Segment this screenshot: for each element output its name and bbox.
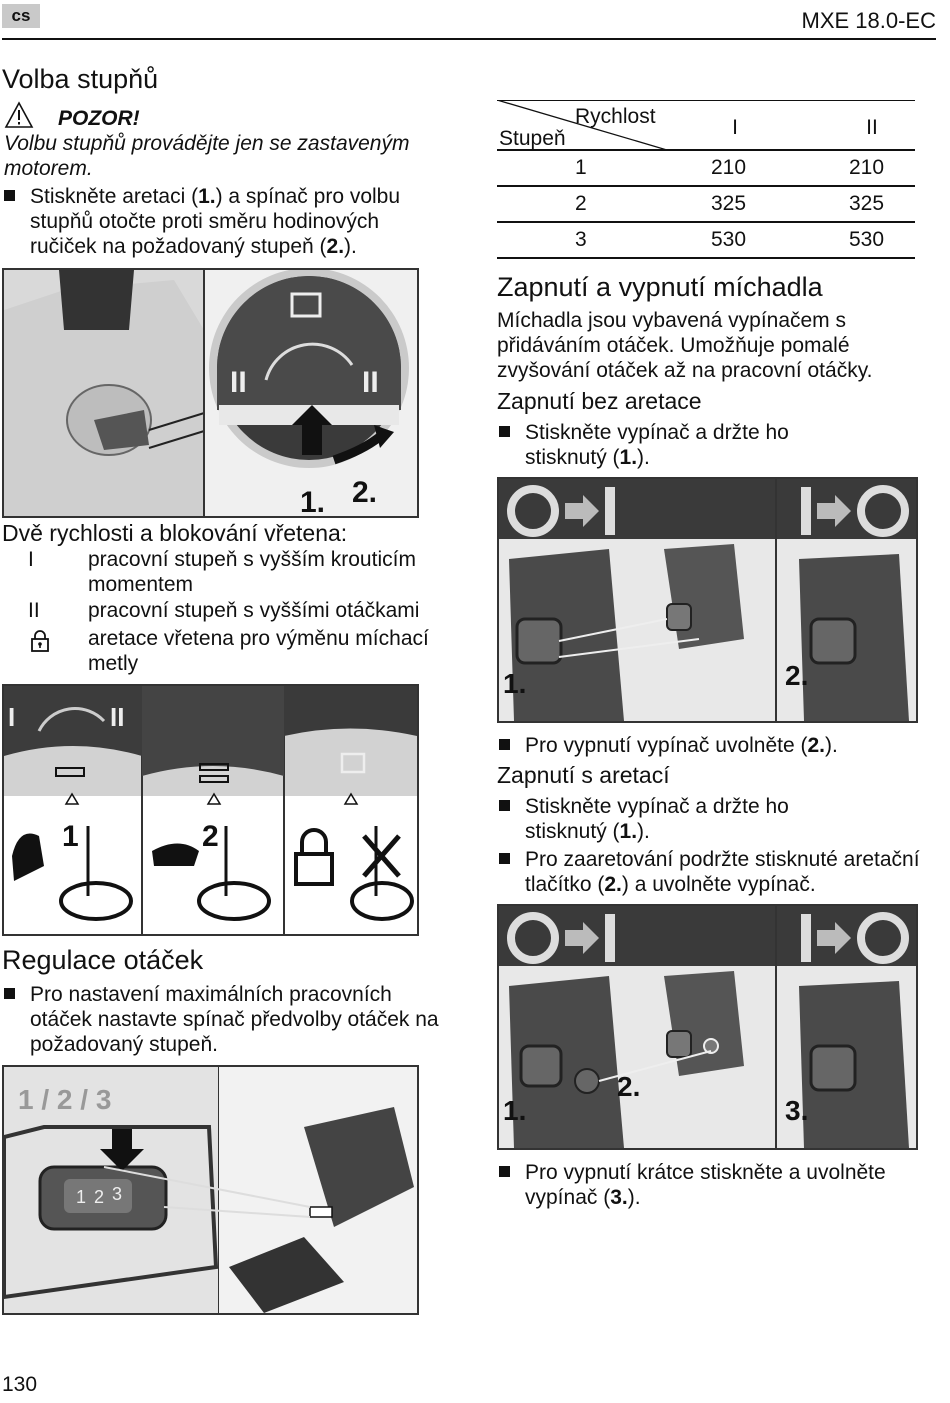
gear-step: Stiskněte aretaci (1.) a spínač pro volb… bbox=[2, 184, 442, 259]
bullet bbox=[499, 800, 510, 811]
lock-off: Pro vypnutí krátce stiskněte a uvolněte … bbox=[497, 1160, 937, 1210]
warning-icon bbox=[4, 101, 34, 129]
lock-step-1: Stiskněte vypínač a držte ho stisknutý (… bbox=[497, 794, 827, 844]
switch-lock-figure: 1. 2. 3. bbox=[497, 904, 918, 1150]
fig-roman-left: II bbox=[230, 366, 247, 399]
no-lock-off: Pro vypnutí vypínač uvolněte (2.). bbox=[497, 733, 917, 758]
lock-switch-label-2: 2. bbox=[617, 1071, 640, 1102]
padlock-icon bbox=[28, 629, 58, 659]
preselect-digit-1: 1 bbox=[76, 1187, 86, 1207]
section-title-switching: Zapnutí a vypnutí míchadla bbox=[497, 272, 823, 302]
section-title-regulation: Regulace otáček bbox=[2, 945, 204, 975]
section-title-gear: Volba stupňů bbox=[2, 64, 159, 94]
table-row-head: Stupeň bbox=[499, 127, 566, 150]
table-col-gear-2: II bbox=[866, 116, 878, 139]
header-rule bbox=[2, 38, 936, 40]
no-lock-step: Stiskněte vypínač a držte ho stisknutý (… bbox=[497, 420, 827, 470]
table-col-gear-1: I bbox=[732, 116, 738, 139]
page-number: 130 bbox=[2, 1373, 38, 1396]
bullet bbox=[499, 1166, 510, 1177]
bullet bbox=[499, 853, 510, 864]
regulation-step: Pro nastavení maximálních pracovních otá… bbox=[2, 982, 442, 1057]
switch-label-1: 1. bbox=[503, 668, 526, 699]
fig-label-1: 1. bbox=[300, 486, 325, 516]
fig-label-2: 2. bbox=[352, 476, 377, 509]
panel-label-2: 2 bbox=[202, 820, 219, 853]
warning-text: Volbu stupňů provádějte jen se zastavený… bbox=[4, 132, 410, 180]
speed-modes-figure: I II 1 2 bbox=[2, 684, 419, 936]
subtitle-no-lock: Zapnutí bez aretace bbox=[497, 388, 702, 414]
table-col-head: Rychlost bbox=[575, 105, 656, 128]
bullet bbox=[499, 426, 510, 437]
lock-switch-label-3: 3. bbox=[785, 1095, 808, 1126]
panel-roman-2: II bbox=[110, 702, 124, 732]
bullet bbox=[499, 739, 510, 750]
switch-label-2: 2. bbox=[785, 660, 808, 691]
preselect-scale: 1 / 2 / 3 bbox=[18, 1084, 111, 1115]
table-row: 3 530 530 bbox=[497, 222, 915, 259]
model-name: MXE 18.0-EC bbox=[801, 8, 937, 33]
switching-intro: Míchadla jsou vybavená vypínačem s přidá… bbox=[497, 309, 873, 382]
gear-selector-figure: II II 1. 2. bbox=[2, 268, 419, 518]
bullet bbox=[4, 988, 15, 999]
section-title-two-speeds: Dvě rychlosti a blokování vřetena: bbox=[2, 520, 348, 546]
lock-switch-label-1: 1. bbox=[503, 1095, 526, 1126]
panel-label-1: 1 bbox=[62, 820, 79, 853]
language-badge: cs bbox=[2, 4, 40, 28]
table-diagonal bbox=[497, 100, 667, 151]
preselect-digit-2: 2 bbox=[94, 1187, 104, 1207]
warning-label: POZOR! bbox=[58, 107, 140, 130]
speed-table-body: 1 210 210 2 325 325 3 530 530 bbox=[497, 149, 915, 259]
bullet bbox=[4, 190, 15, 201]
switch-no-lock-figure: 1. 2. bbox=[497, 477, 918, 723]
lock-step-2: Pro zaaretování podržte stisknuté aretač… bbox=[497, 847, 937, 897]
panel-roman-1: I bbox=[8, 702, 15, 732]
table-row: 1 210 210 bbox=[497, 150, 915, 187]
table-row: 2 325 325 bbox=[497, 186, 915, 223]
fig-roman-right: II bbox=[362, 366, 379, 399]
table-top-rule bbox=[497, 100, 915, 101]
preselect-digit-3: 3 bbox=[112, 1184, 122, 1204]
subtitle-lock: Zapnutí s aretací bbox=[497, 762, 670, 788]
speed-preselect-figure: 1 / 2 / 3 1 2 3 bbox=[2, 1065, 419, 1315]
